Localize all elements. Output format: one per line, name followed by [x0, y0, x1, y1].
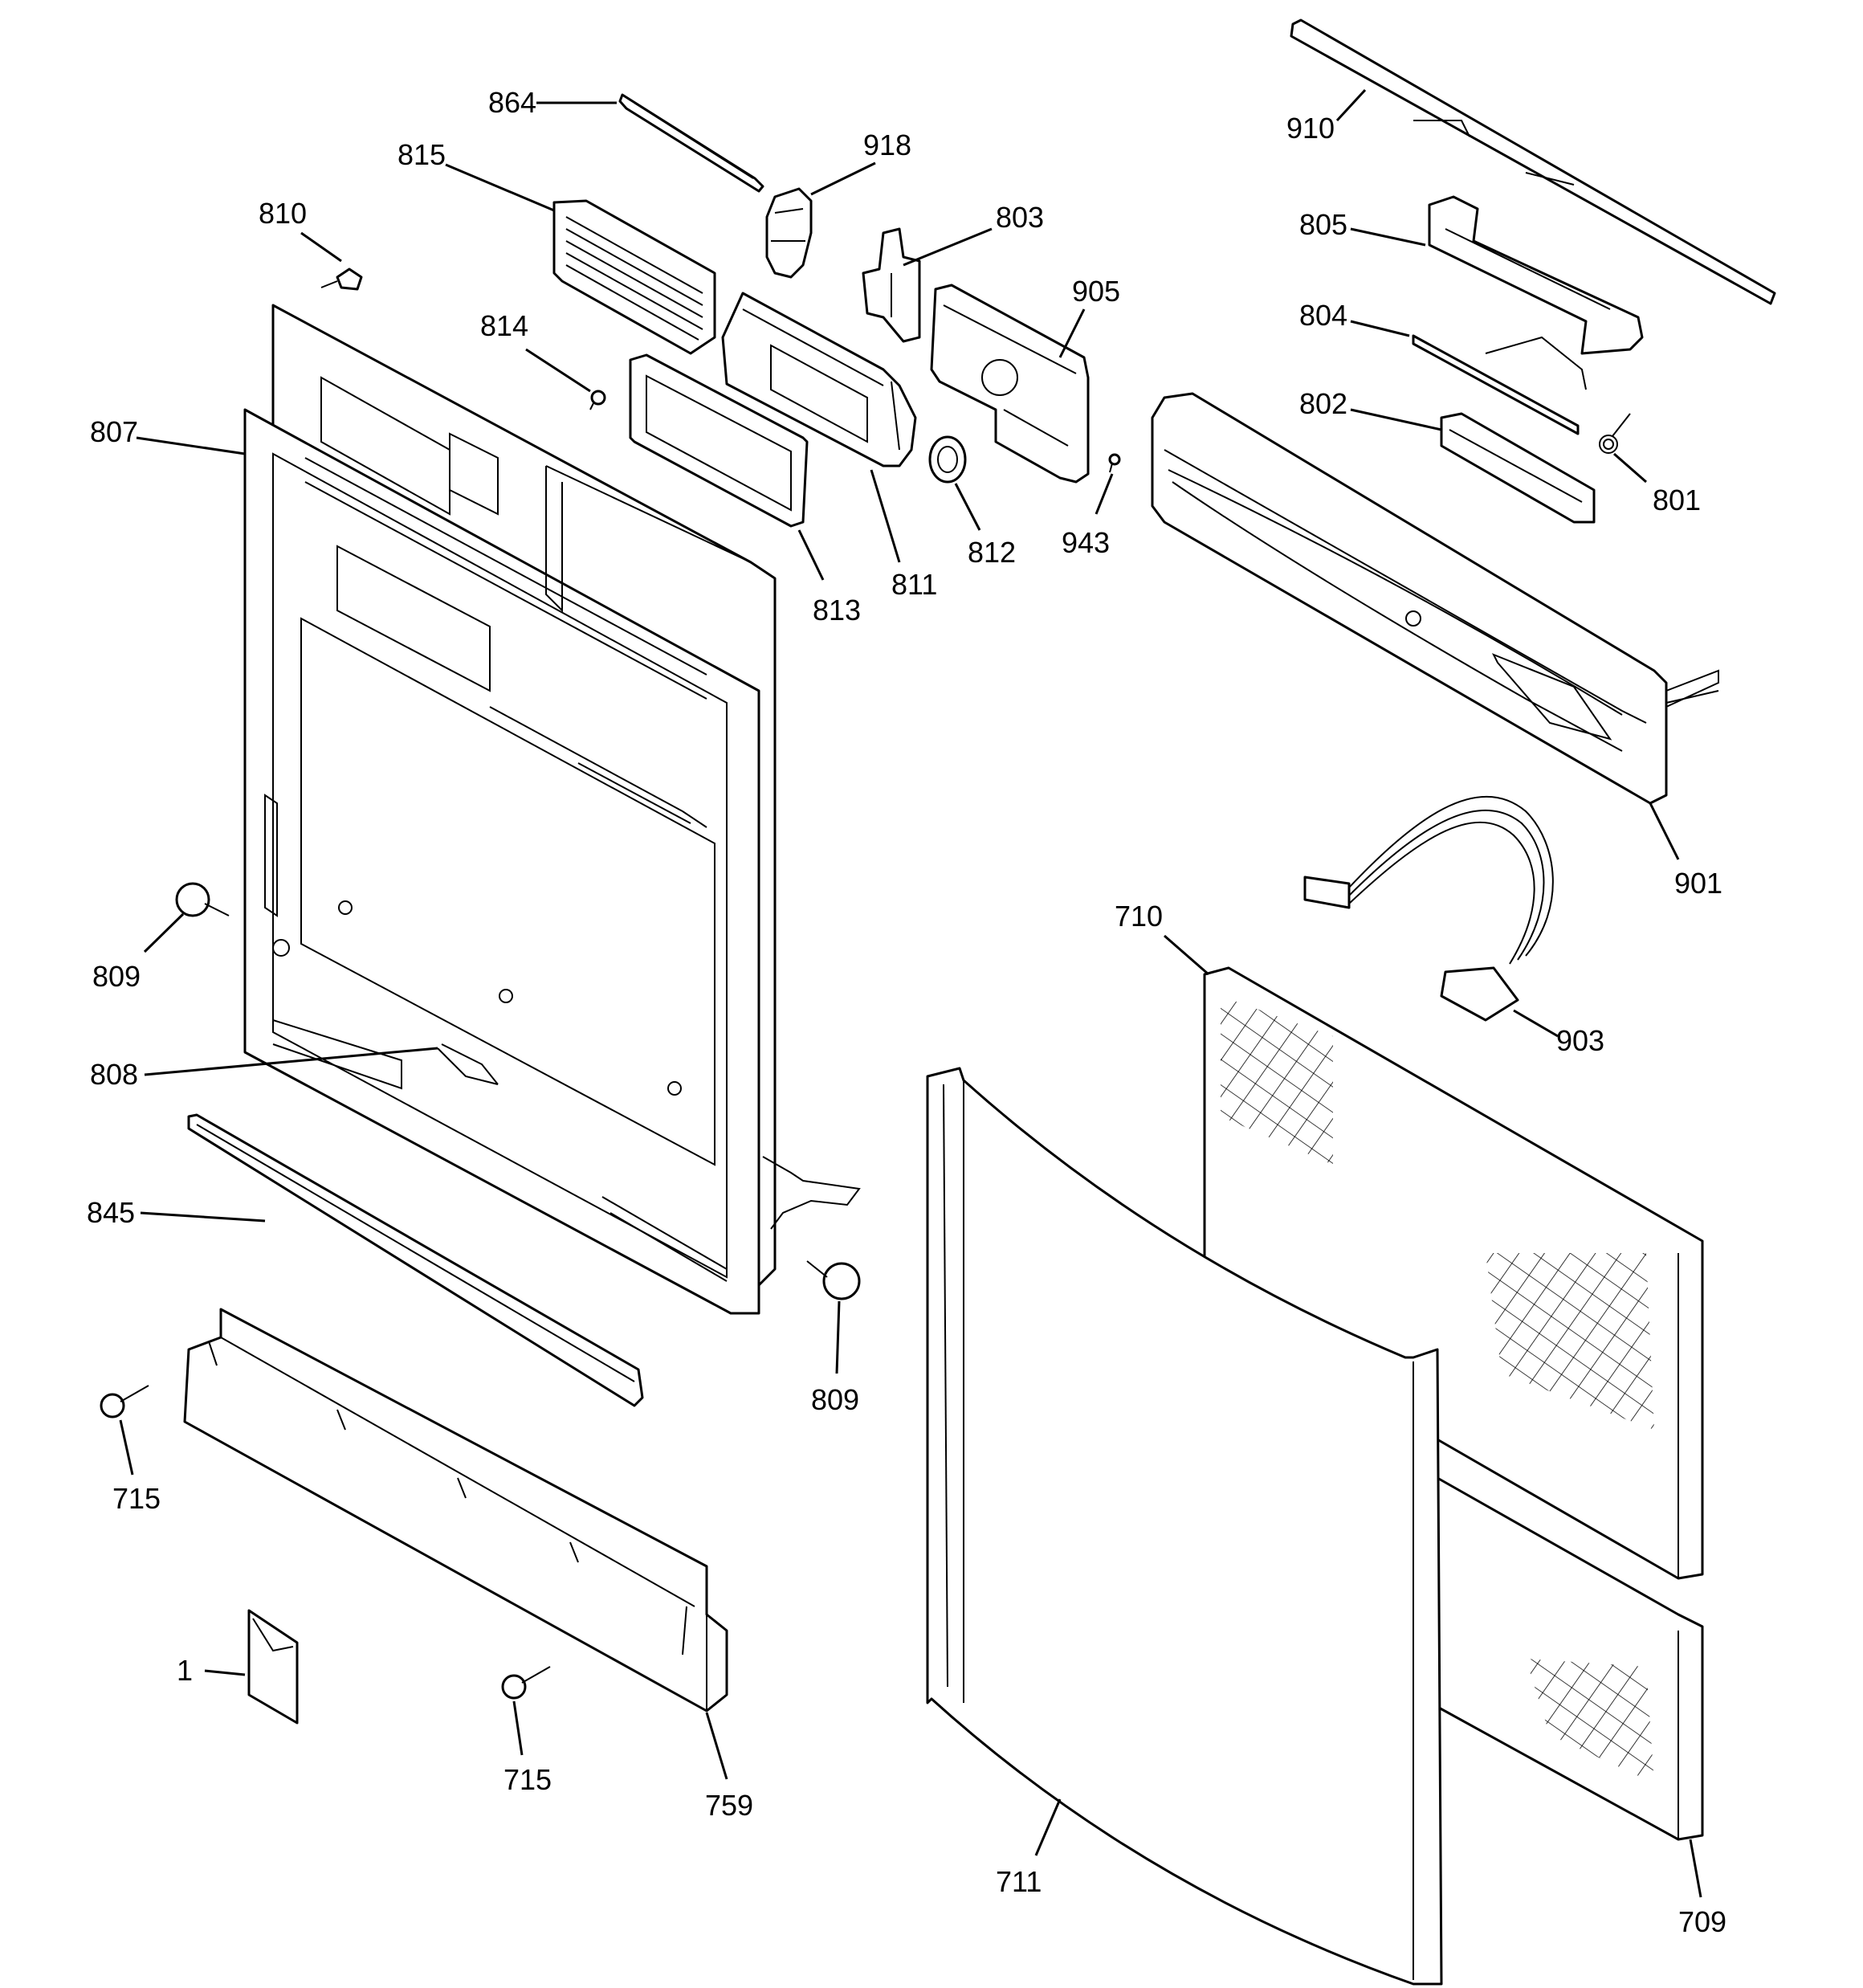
part-815	[552, 199, 716, 355]
label-1: 1	[177, 1654, 193, 1687]
part-810	[320, 267, 363, 291]
part-845	[187, 1113, 644, 1407]
label-710: 710	[1115, 900, 1163, 933]
part-715-right	[501, 1666, 551, 1700]
label-918: 918	[863, 129, 911, 161]
part-808	[437, 1047, 499, 1085]
part-905	[930, 284, 1090, 484]
label-805: 805	[1299, 208, 1347, 241]
label-812: 812	[968, 536, 1016, 569]
label-715-right: 715	[503, 1763, 552, 1796]
label-810: 810	[259, 197, 307, 230]
door-inner-frame-807	[243, 304, 861, 1315]
part-910	[1290, 18, 1776, 305]
label-802: 802	[1299, 387, 1347, 420]
part-901	[1151, 392, 1719, 805]
label-901: 901	[1674, 867, 1722, 900]
label-809-right: 809	[811, 1383, 859, 1416]
part-715-left	[100, 1385, 149, 1419]
part-803	[862, 227, 921, 343]
part-710	[1203, 966, 1704, 1580]
part-805	[1428, 195, 1644, 355]
label-804: 804	[1299, 299, 1347, 332]
label-905: 905	[1072, 275, 1120, 308]
part-814	[589, 390, 606, 410]
label-814: 814	[480, 309, 528, 342]
label-809-left: 809	[92, 960, 141, 993]
part-711	[926, 1067, 1443, 1986]
part-801	[1599, 413, 1631, 454]
label-811: 811	[891, 568, 937, 601]
part-813	[629, 353, 809, 528]
part-811	[721, 292, 917, 467]
label-845: 845	[87, 1196, 135, 1229]
part-809-right	[806, 1260, 861, 1300]
part-1-tag	[247, 1609, 299, 1725]
label-803: 803	[996, 201, 1044, 234]
part-759	[183, 1308, 728, 1712]
label-759: 759	[705, 1789, 753, 1822]
label-815: 815	[397, 138, 446, 171]
label-801: 801	[1653, 484, 1701, 516]
label-711: 711	[996, 1865, 1042, 1898]
part-804	[1412, 334, 1587, 435]
label-813: 813	[813, 594, 861, 627]
label-808: 808	[90, 1058, 138, 1091]
part-802	[1440, 412, 1596, 524]
label-807: 807	[90, 415, 138, 448]
part-labels: 864 918 815 810 803 905 814 807 813 811 …	[87, 86, 1726, 1938]
label-864: 864	[488, 86, 536, 119]
part-864	[618, 93, 764, 193]
part-943	[1108, 453, 1121, 473]
part-809-left	[175, 882, 230, 917]
label-709: 709	[1678, 1905, 1726, 1938]
leader-lines	[119, 88, 1702, 1898]
label-903: 903	[1556, 1024, 1604, 1057]
part-903	[1303, 795, 1554, 1022]
label-910: 910	[1286, 112, 1335, 145]
part-812	[928, 435, 967, 484]
part-918	[765, 187, 813, 279]
label-943: 943	[1062, 526, 1110, 559]
label-715-left: 715	[112, 1482, 161, 1515]
